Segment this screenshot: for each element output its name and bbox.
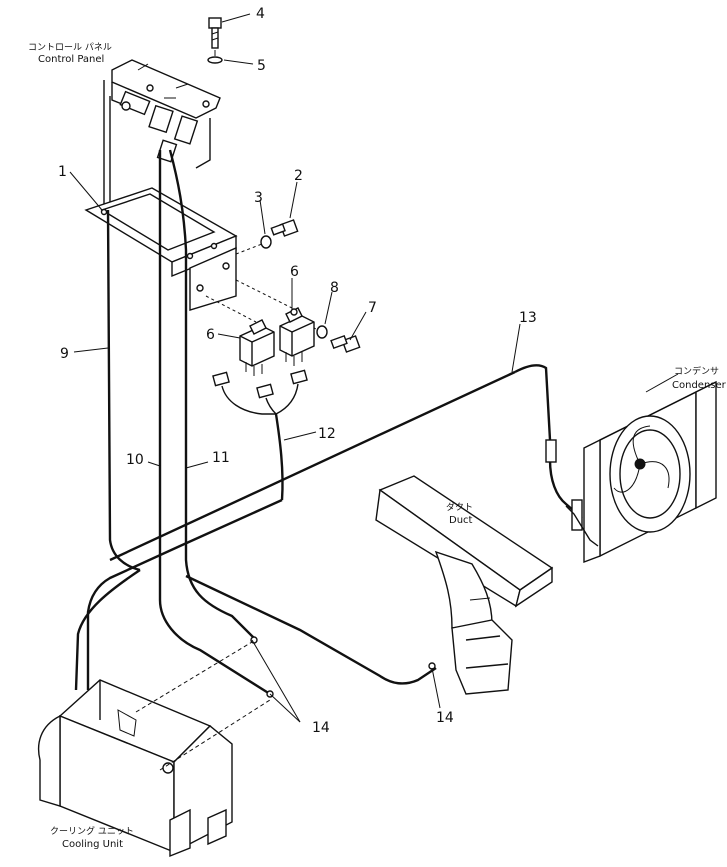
condenser-label-jp: コンデンサ — [674, 365, 719, 377]
cooling-unit — [37, 641, 271, 858]
duct-label-jp: ダクト — [446, 501, 473, 513]
duct-label-en: Duct — [449, 515, 473, 526]
cooling-unit-label-en: Cooling Unit — [62, 839, 123, 850]
wire-11 — [168, 149, 257, 641]
relay-6-left — [239, 319, 275, 376]
callout-9: 9 — [60, 346, 69, 362]
callout-3: 3 — [254, 190, 263, 206]
condenser-label-en: Condenser — [672, 380, 727, 391]
control-panel-label-en: Control Panel — [38, 54, 104, 65]
washer-5 — [207, 50, 223, 64]
control-panel-label-jp: コントロール パネル — [28, 42, 112, 53]
callout-6-upper: 6 — [290, 264, 299, 280]
bolt-2 — [270, 219, 299, 237]
washer-3 — [260, 235, 272, 249]
callout-5: 5 — [257, 58, 266, 74]
connector-14a — [250, 636, 258, 644]
callout-14-right: 14 — [436, 710, 454, 726]
callout-2: 2 — [294, 168, 303, 184]
duct — [375, 475, 554, 695]
callout-1: 1 — [58, 164, 67, 180]
callout-7: 7 — [368, 300, 377, 316]
bolt-7 — [330, 334, 361, 353]
callout-8: 8 — [330, 280, 339, 296]
condenser — [545, 380, 717, 564]
washer-8 — [316, 325, 328, 339]
callout-6-left: 6 — [206, 327, 215, 343]
callout-11: 11 — [212, 450, 230, 466]
leader-lines — [69, 13, 679, 723]
harness-main — [74, 364, 583, 691]
callout-14-left: 14 — [312, 720, 330, 736]
harness-12 — [212, 369, 308, 501]
wire-10 — [158, 150, 271, 696]
bolt-4 — [208, 17, 222, 49]
callout-10: 10 — [126, 452, 144, 468]
wire-9 — [106, 209, 141, 572]
callout-4: 4 — [256, 6, 265, 22]
callout-12: 12 — [318, 426, 336, 442]
control-panel — [103, 59, 221, 215]
cooling-unit-label-jp: クーリング ユニット — [50, 825, 134, 837]
relay-6-right — [279, 307, 315, 366]
callout-13: 13 — [519, 310, 537, 326]
